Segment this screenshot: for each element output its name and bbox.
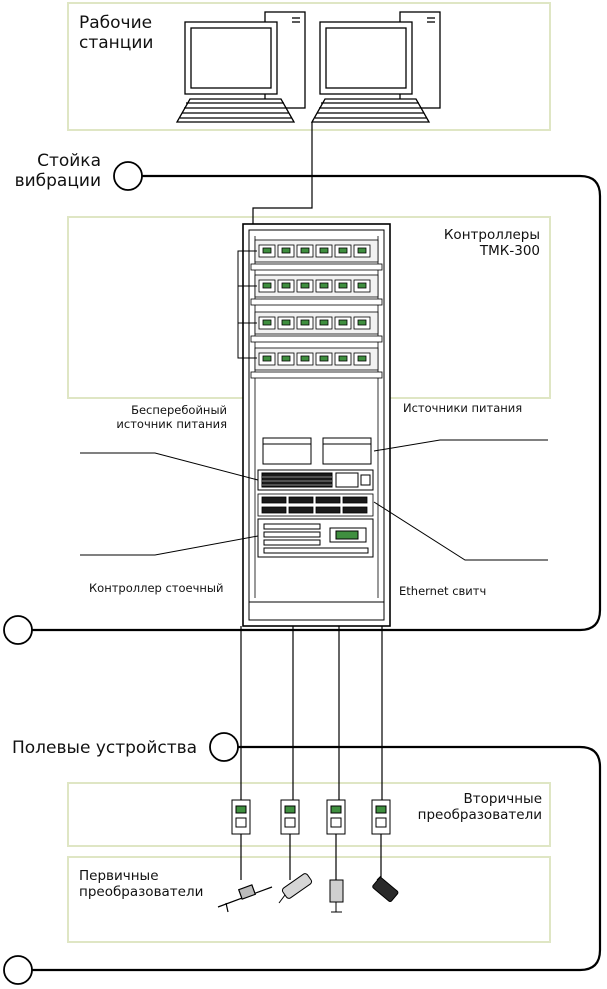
workstations-zone (67, 2, 551, 131)
primary-sensor-4-icon (372, 875, 399, 902)
vibration-rack-loop (32, 174, 602, 632)
rack-controller-unit (257, 518, 374, 558)
controllers-label: Контроллеры ТМК-300 (443, 227, 540, 260)
secondary-converter-2-icon (280, 799, 300, 835)
rack-controller-label: Контроллер стоечный (89, 581, 224, 595)
secondary-converter-4-icon (371, 799, 391, 835)
controller-row-4 (250, 347, 383, 379)
primary-converters-zone (67, 856, 551, 943)
vibration-rack-label: Стойка вибрации (14, 151, 101, 192)
primary-converters-label: Первичные преобразователи (79, 868, 204, 901)
field-devices-node (209, 732, 239, 762)
workstations-label: Рабочие станции (79, 13, 154, 54)
vibration-rack-loop-end (3, 615, 33, 645)
field-devices-label: Полевые устройства (12, 738, 198, 758)
workstation-1-icon (175, 11, 306, 123)
field-cables (240, 626, 383, 880)
primary-sensor-3-icon (329, 879, 344, 913)
ups-label: Бесперебойный источник питания (116, 403, 227, 431)
primary-sensor-1-icon (217, 884, 273, 913)
workstation-network-line (252, 122, 313, 232)
controller-row-2 (250, 274, 383, 306)
secondary-converters-label: Вторичные преобразователи (417, 791, 542, 824)
controller-row-1 (250, 239, 383, 271)
secondary-converter-3-icon (326, 799, 346, 835)
power-supply-units (262, 437, 372, 465)
secondary-converter-1-icon (231, 799, 251, 835)
field-devices-loop (32, 745, 602, 972)
vibration-rack-node (113, 161, 143, 191)
controller-row-3 (250, 311, 383, 343)
callout-lines (80, 439, 548, 561)
power-supplies-label: Источники питания (403, 401, 523, 415)
field-devices-loop-end (3, 955, 33, 985)
ethernet-switch-unit (257, 493, 374, 517)
ethernet-switch-label: Ethernet свитч (399, 584, 487, 598)
secondary-converters-zone (67, 782, 551, 847)
primary-sensor-2-icon (278, 873, 313, 904)
controller-modules (250, 239, 383, 379)
workstation-2-icon (310, 11, 441, 123)
rack-internal-cables (237, 250, 257, 359)
ups-unit (257, 469, 374, 491)
